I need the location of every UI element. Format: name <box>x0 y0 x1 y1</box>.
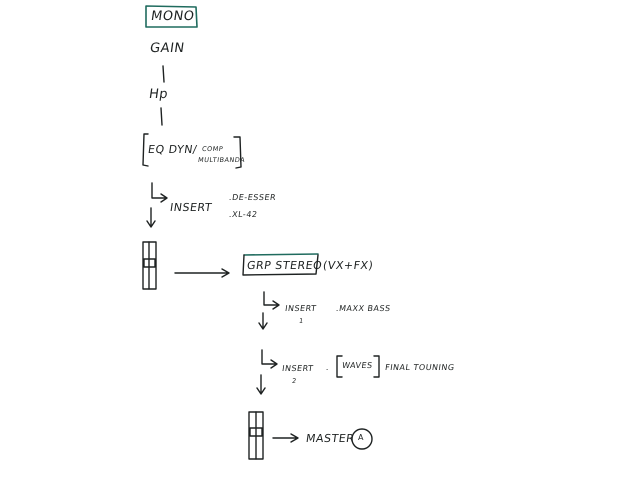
eq-bracket <box>142 133 149 167</box>
hook-arrow-1 <box>151 182 168 203</box>
group-insert1-label: INSERT <box>284 304 318 313</box>
hp-label: Hp <box>147 87 170 102</box>
fader-2 <box>248 411 264 460</box>
group-suffix: (VX+FX) <box>322 259 375 272</box>
hook-arrow-2 <box>263 291 280 310</box>
connector-gain-hp <box>162 65 165 83</box>
eq-dyn-label: EQ DYN/ <box>147 143 199 156</box>
group-insert2-waves: WAVES <box>341 361 374 370</box>
group-insert2-number: 2 <box>291 377 298 385</box>
comp-label: COMP <box>201 145 224 153</box>
insert-item-xl42: .XL-42 <box>228 210 259 219</box>
title-label: MONO <box>149 9 196 24</box>
group-label: GRP STEREO <box>246 259 324 272</box>
waves-bracket-right <box>373 355 380 378</box>
master-label: MASTER <box>305 432 356 445</box>
insert-label: INSERT <box>169 201 213 214</box>
gain-label: GAIN <box>148 41 186 56</box>
group-box-frame <box>242 254 319 276</box>
waves-bracket-left <box>336 355 343 378</box>
insert-item-de-esser: .DE-ESSER <box>228 193 277 202</box>
master-circle-letter: A <box>358 433 364 442</box>
group-insert2-final: FINAL TOUNING <box>384 363 456 372</box>
group-insert2-label: INSERT <box>281 364 315 373</box>
arrow-fader-to-group <box>174 268 230 278</box>
group-box <box>243 253 319 256</box>
group-insert1-item: .MAXX BASS <box>335 304 392 313</box>
connector-hp-eq <box>160 107 163 126</box>
down-arrow-1 <box>146 207 156 228</box>
title-box <box>145 5 198 28</box>
down-arrow-3 <box>256 374 266 395</box>
group-insert1-number: 1 <box>298 317 305 325</box>
multiband-label: MULTIBANDA <box>197 156 246 164</box>
arrow-to-master <box>272 433 299 443</box>
hook-arrow-3 <box>261 349 278 369</box>
master-circle <box>351 428 373 450</box>
down-arrow-2 <box>258 312 268 330</box>
fader-1 <box>142 241 157 290</box>
eq-bracket-right <box>233 136 242 169</box>
